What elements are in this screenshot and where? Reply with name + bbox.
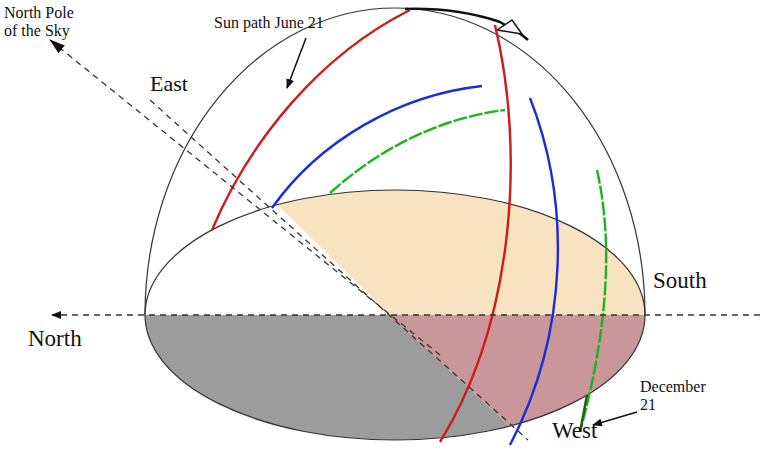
- direction-label: North: [28, 326, 82, 351]
- sun-path-top: [405, 9, 528, 40]
- callout-label: December 21: [640, 378, 718, 413]
- leader-arrow: [287, 38, 306, 88]
- pole-label: North Pole of the Sky: [4, 4, 74, 39]
- direction-label: East: [150, 72, 188, 96]
- direction-label: West: [552, 418, 597, 443]
- sky-dome: [145, 8, 645, 315]
- sun-marker: [497, 20, 522, 34]
- callout-label: Sun path June 21: [214, 14, 324, 32]
- sun-paths: [212, 10, 606, 445]
- leader-arrow: [593, 412, 637, 425]
- direction-label: South: [653, 268, 707, 293]
- axes: [50, 40, 760, 440]
